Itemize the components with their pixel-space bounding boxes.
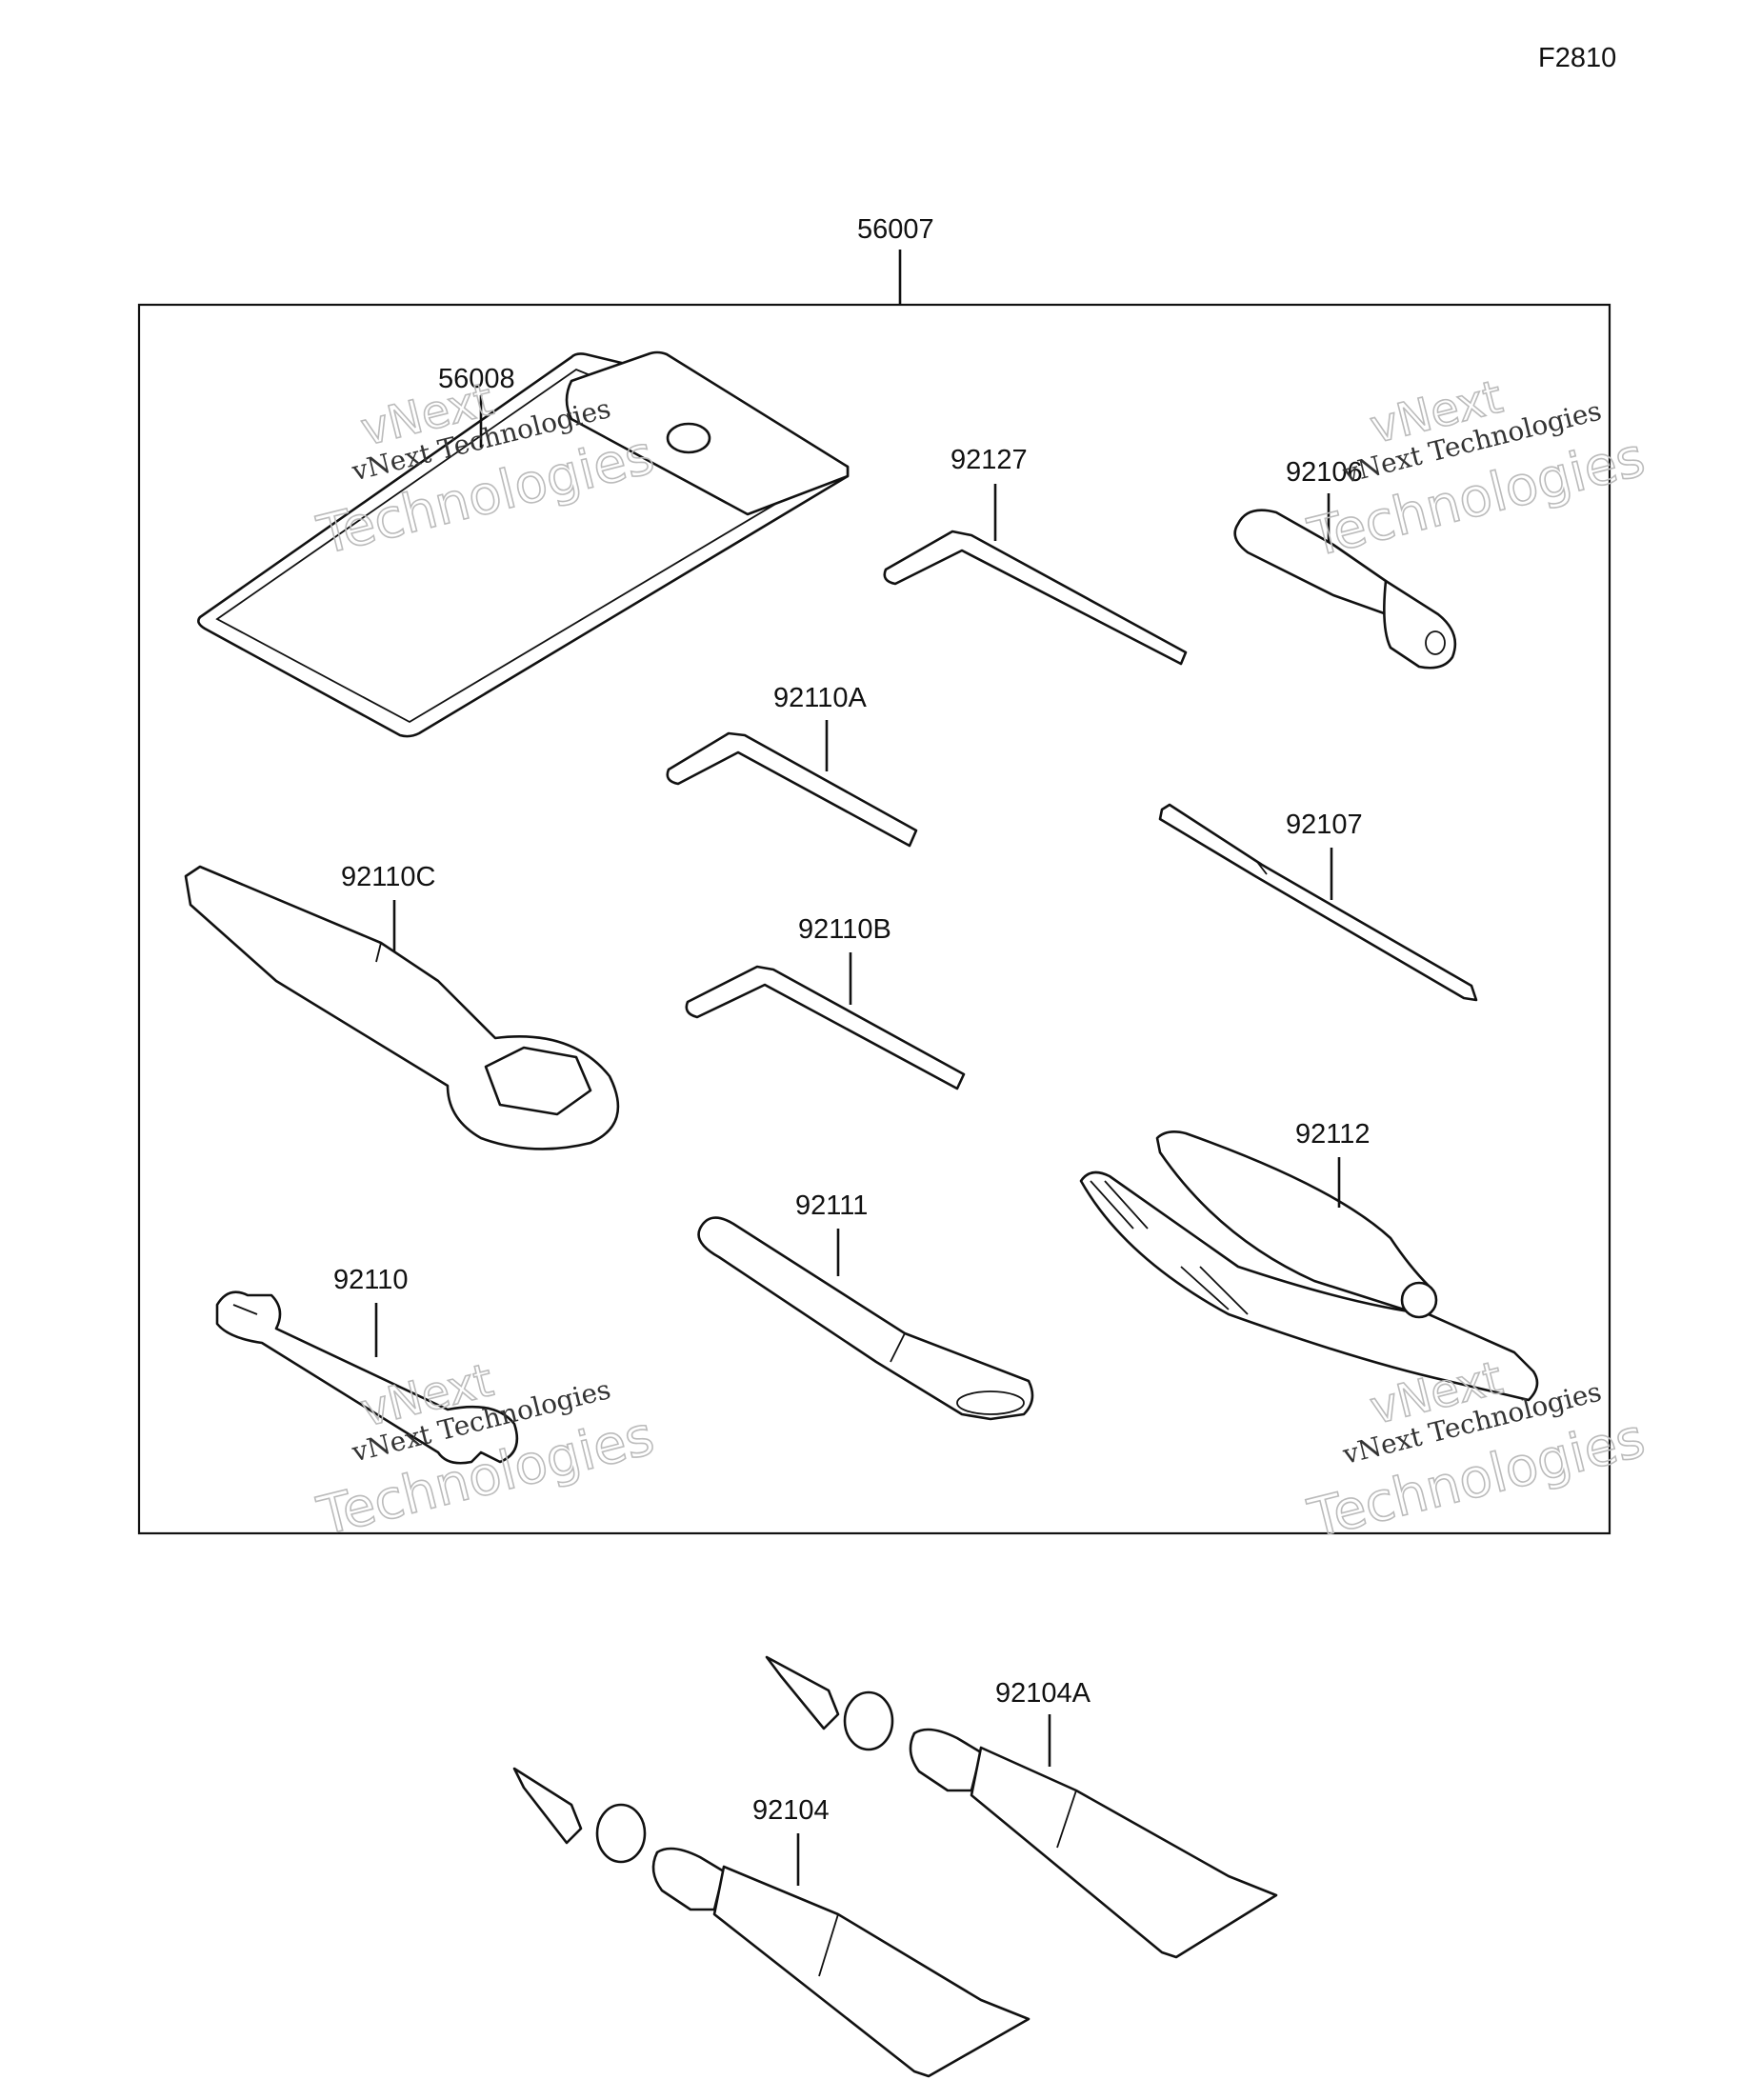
label-92104: 92104 — [752, 1795, 830, 1826]
label-92110C: 92110C — [341, 862, 435, 892]
label-92106: 92106 — [1286, 457, 1363, 488]
hex-wrench-92127 — [883, 530, 1188, 666]
tool-case-56008 — [197, 350, 850, 738]
pliers-92112 — [1079, 1130, 1539, 1402]
watermark-top-right: vNext vNext Technologies Technologies — [1302, 370, 1651, 570]
bit-92106 — [1233, 509, 1457, 670]
hex-wrench-92110A — [666, 731, 918, 848]
watermark-bottom-left: vNext vNext Technologies Technologies — [310, 1352, 660, 1549]
label-92111: 92111 — [795, 1190, 868, 1221]
label-56008: 56008 — [438, 364, 515, 394]
label-92110B: 92110B — [798, 914, 891, 945]
label-56007: 56007 — [857, 214, 934, 245]
kit-frame — [137, 303, 1611, 1535]
label-92110A: 92110A — [773, 683, 867, 713]
screwdriver-92107 — [1158, 803, 1478, 1002]
hex-wrench-92110B — [685, 965, 966, 1090]
box-wrench-92110C — [184, 865, 620, 1150]
grease-tube-92104 — [512, 1767, 1031, 2078]
label-92127: 92127 — [951, 445, 1028, 475]
open-wrench-92110 — [215, 1290, 519, 1465]
label-92104A: 92104A — [995, 1678, 1091, 1709]
label-92112: 92112 — [1295, 1119, 1371, 1150]
label-92110: 92110 — [333, 1265, 409, 1295]
label-92107: 92107 — [1286, 810, 1363, 840]
handle-92111 — [697, 1216, 1034, 1421]
grease-tube-92104A — [765, 1655, 1278, 1959]
figure-code: F2810 — [1538, 43, 1616, 73]
